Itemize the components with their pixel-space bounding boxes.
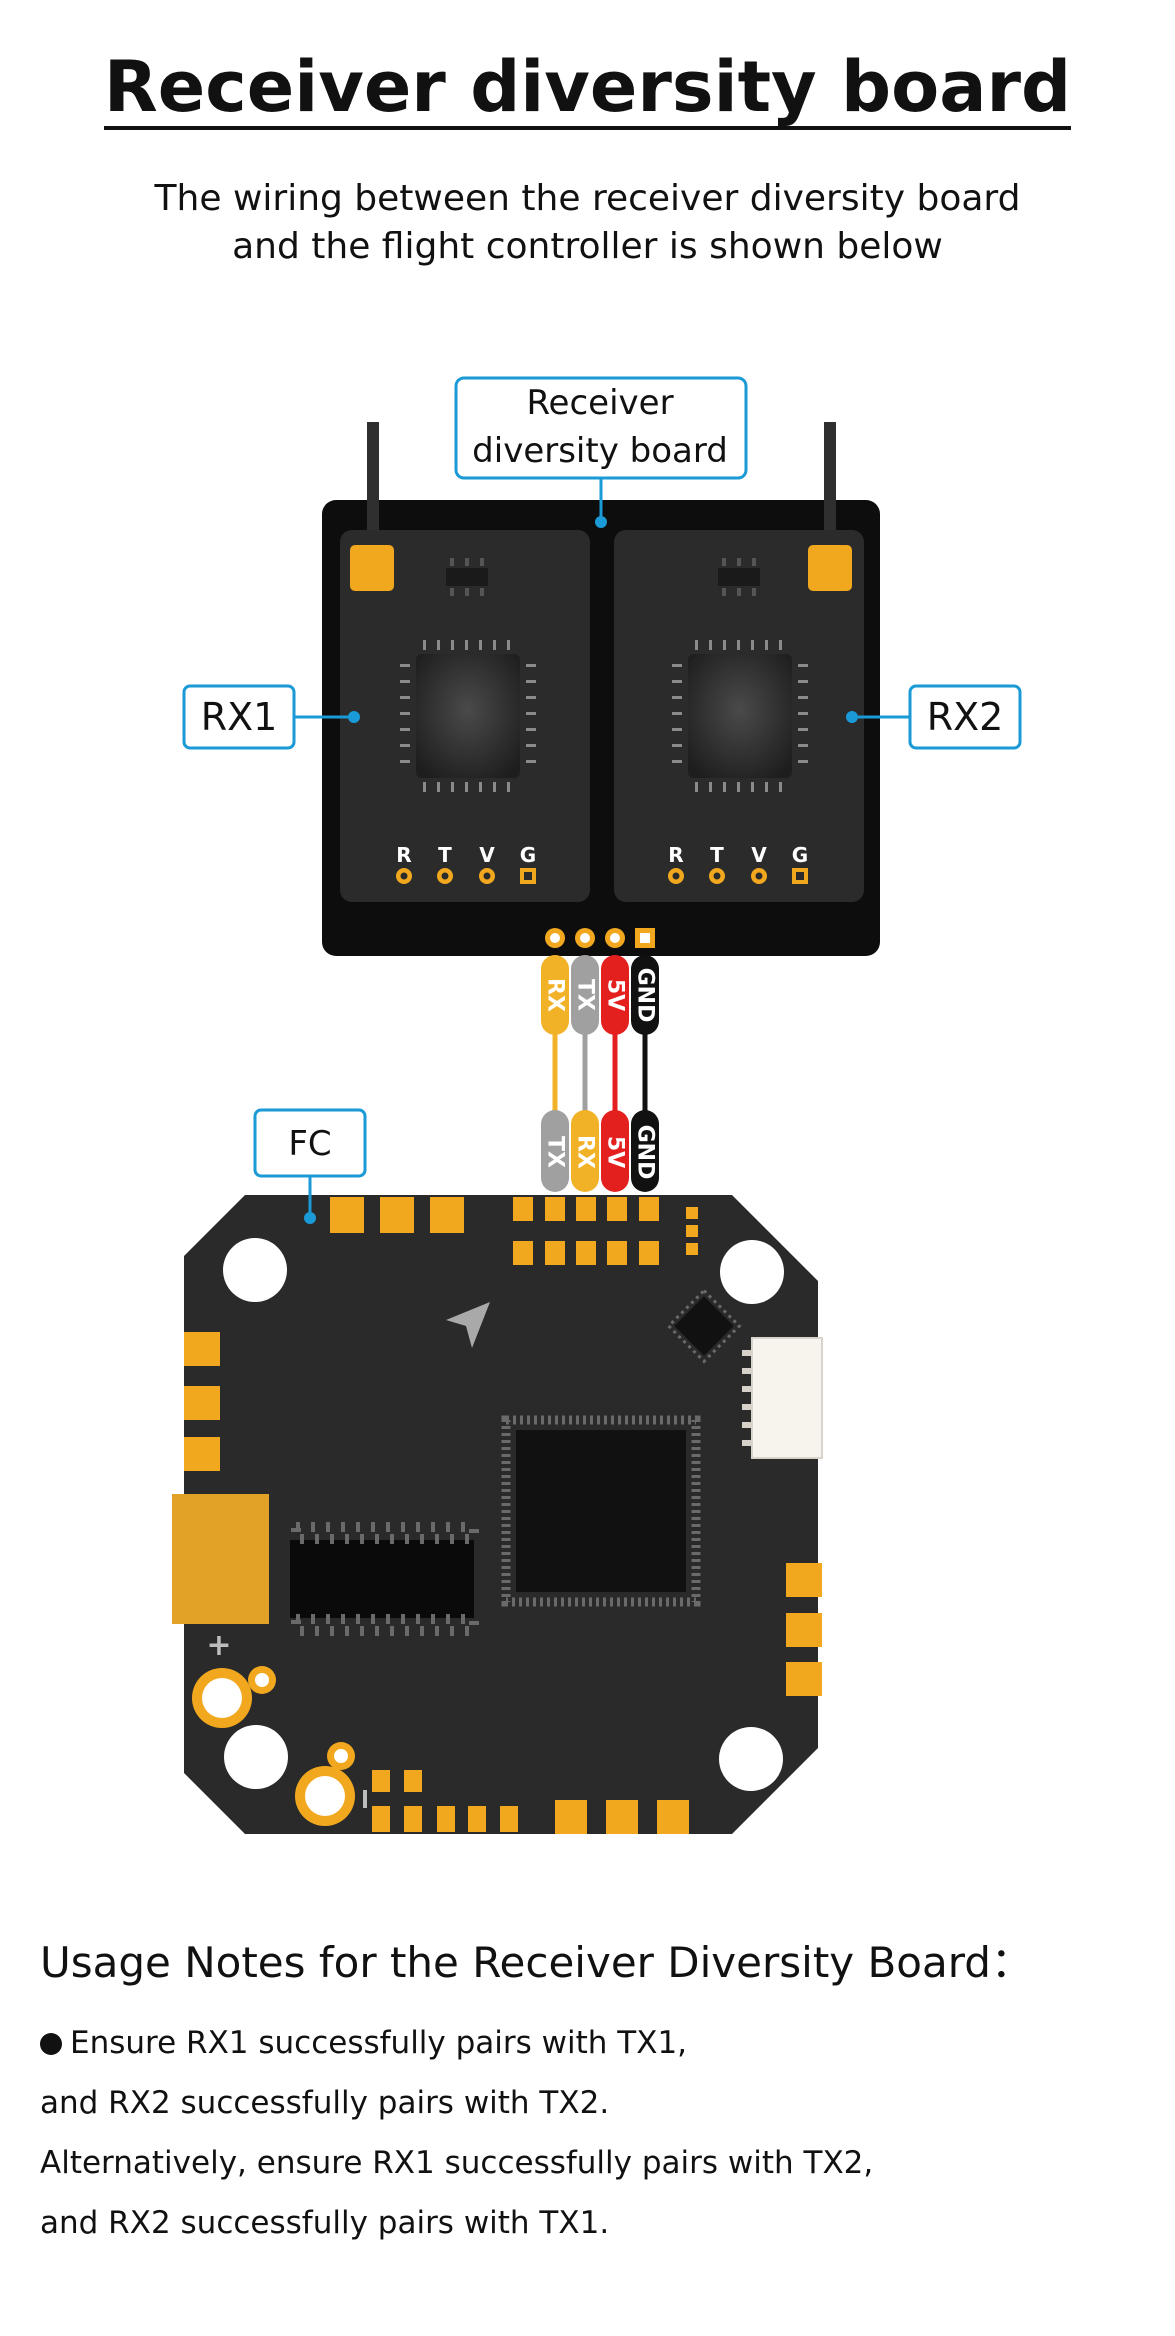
svg-text:TX: TX: [573, 979, 598, 1011]
fc-wire-labels: TX RX 5V GND: [541, 1110, 659, 1192]
wire-label-fc-rx: RX: [571, 1110, 599, 1192]
receiver-wire-labels: RX TX 5V GND: [541, 955, 659, 1035]
wire-label-receiver-5v: 5V: [601, 955, 629, 1035]
subtitle-line-2: and the flight controller is shown below: [232, 226, 943, 267]
callout-rx2-text: RX2: [927, 695, 1004, 739]
pad-label-r-left: R: [396, 843, 411, 867]
page-subtitle: The wiring between the receiver diversit…: [0, 175, 1175, 271]
pad-label-g-left: G: [520, 843, 536, 867]
flight-controller-board: +: [172, 1195, 823, 1834]
usage-note-line-1: Ensure RX1 successfully pairs with TX1,: [40, 2013, 1140, 2073]
fc-right-pads: [786, 1563, 822, 1696]
pad-label-t-right: T: [710, 843, 724, 867]
usb-port: [172, 1494, 269, 1624]
small-sensor-ic: [666, 1288, 742, 1364]
subtitle-line-1: The wiring between the receiver diversit…: [154, 178, 1021, 219]
page-title: Receiver diversity board: [0, 52, 1175, 130]
small-ic-left: [446, 558, 488, 596]
mcu-chip-right: [672, 640, 808, 792]
usage-note-line-4: and RX2 successfully pairs with TX1.: [40, 2205, 610, 2241]
svg-text:GND: GND: [633, 968, 658, 1023]
callout-board-line-2: diversity board: [472, 431, 728, 471]
mounting-holes: [223, 1238, 784, 1791]
callout-fc: FC: [253, 1108, 367, 1224]
direction-arrow-icon: [446, 1302, 490, 1348]
receiver-diversity-board: R T V G: [322, 422, 880, 956]
wire-label-fc-tx: TX: [541, 1110, 569, 1192]
svg-text:RX: RX: [543, 978, 568, 1012]
antenna-left: [367, 422, 379, 542]
usage-note-line-2: and RX2 successfully pairs with TX2.: [40, 2085, 610, 2121]
usage-note-line-1-text: Ensure RX1 successfully pairs with TX1,: [70, 2025, 688, 2061]
callout-fc-text: FC: [288, 1124, 331, 1164]
pad-label-v-right: V: [751, 843, 767, 867]
pad-label-v-left: V: [479, 843, 495, 867]
svg-text:TX: TX: [543, 1136, 568, 1168]
page-title-text: Receiver diversity board: [103, 46, 1072, 130]
fc-left-pads: [184, 1332, 220, 1471]
battery-plus-mark: +: [206, 1628, 231, 1663]
callout-receiver-board: Receiver diversity board: [454, 376, 748, 528]
wire-label-receiver-rx: RX: [541, 955, 569, 1035]
svg-text:RX: RX: [573, 1135, 598, 1169]
pad-label-r-right: R: [668, 843, 683, 867]
pad-labels-right: R T V G: [668, 843, 808, 867]
wiring-diagram: R T V G: [172, 376, 1022, 1834]
pad-label-t-left: T: [438, 843, 452, 867]
fc-pcb-body: [184, 1195, 818, 1834]
antenna-pad-right: [808, 545, 852, 591]
callout-rx2: RX2: [846, 684, 1022, 750]
wire-label-receiver-gnd: GND: [631, 955, 659, 1035]
small-ic-right: [718, 558, 760, 596]
svg-text:5V: 5V: [603, 1136, 628, 1168]
fc-main-mcu: [501, 1415, 701, 1607]
receiver-module-rx2: R T V G: [614, 530, 864, 902]
battery-pads: [192, 1666, 367, 1826]
wires: [552, 1010, 648, 1125]
svg-text:GND: GND: [633, 1125, 658, 1180]
pad-labels-left: R T V G: [396, 843, 536, 867]
usage-note-line-3: Alternatively, ensure RX1 successfully p…: [40, 2145, 874, 2181]
svg-text:5V: 5V: [603, 979, 628, 1011]
wire-label-fc-5v: 5V: [601, 1110, 629, 1192]
receiver-module-rx1: R T V G: [340, 530, 590, 902]
board-output-pads: [545, 928, 655, 948]
bullet-icon: [40, 2033, 62, 2055]
usage-notes: Usage Notes for the Receiver Diversity B…: [40, 1935, 1140, 2253]
callout-board-line-1: Receiver: [526, 383, 673, 423]
pad-label-g-right: G: [792, 843, 808, 867]
antenna-right: [824, 422, 836, 542]
fc-bottom-pads: [372, 1770, 689, 1834]
mcu-chip-left: [400, 640, 536, 792]
antenna-pad-left: [350, 545, 394, 591]
jst-connector: [742, 1337, 823, 1459]
wire-label-receiver-tx: TX: [571, 955, 599, 1035]
callout-rx1: RX1: [182, 684, 360, 750]
fc-soic-chip: [290, 1522, 479, 1636]
callout-rx1-text: RX1: [201, 695, 278, 739]
usage-notes-heading: Usage Notes for the Receiver Diversity B…: [40, 1938, 1033, 1987]
wire-label-fc-gnd: GND: [631, 1110, 659, 1192]
fc-top-pads: [330, 1197, 698, 1265]
